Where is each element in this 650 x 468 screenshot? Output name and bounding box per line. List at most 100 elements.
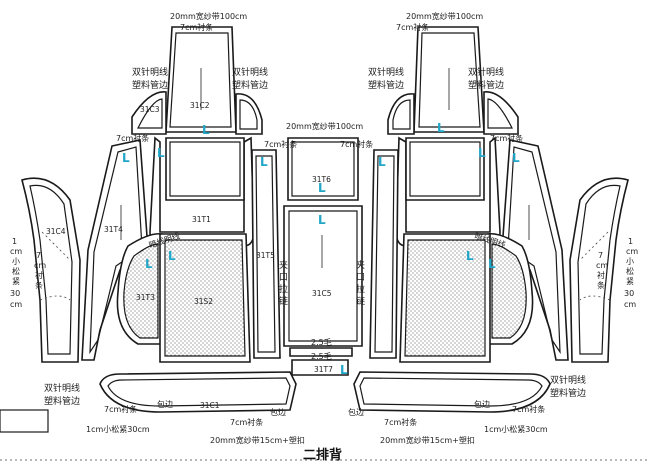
label-side-right: 1 cm 小 松 紧 30 cm [624,237,638,309]
svg-text:30: 30 [624,289,634,298]
label-tape-bottom-left: 20mm宽纱带15cm+塑扣 [210,435,305,445]
label-pipe-left-b: 塑料管边 [232,79,268,91]
label-stitch-bottom-left: 双针明线 [44,382,80,394]
label-strip-side-right: 7 cm 衬 条 [596,251,608,290]
label-stitch-left-a: 双针明线 [132,66,168,78]
grain-mark: L [478,146,486,160]
svg-text:条: 条 [597,280,605,290]
label-tape-top-left: 20mm宽纱带100cm [170,11,247,21]
label-seam-allowance-b: 2.5毛 [311,351,332,361]
svg-text:紧: 紧 [626,277,634,286]
label-wrap-center-left: 包边 [270,407,286,417]
label-strip-top-right: 7cm衬条 [396,22,429,32]
grain-mark: L [157,146,165,160]
label-wrap-center-right: 包边 [348,407,364,417]
grain-mark: L [340,363,348,377]
part-label-31t5-left: 31T5 [256,251,275,260]
label-pipe-bottom-left: 塑料管边 [44,395,80,407]
label-wrap-right: 包边 [474,399,490,409]
label-strip-top-left: 7cm衬条 [180,22,213,32]
ear-piece-right-of-c2 [235,93,263,135]
svg-text:松: 松 [626,266,634,276]
label-strip-bottom-center-right: 7cm衬条 [384,417,417,427]
part-label-31s2-left: 31S2 [194,297,213,306]
grain-mark: L [437,121,445,135]
part-label-31c5: 31C5 [312,289,332,298]
grain-mark: L [512,151,520,165]
svg-text:衬: 衬 [597,270,605,280]
part-label-31t3-left: 31T3 [136,293,155,302]
svg-text:衬: 衬 [35,270,43,280]
svg-text:小: 小 [12,257,20,266]
svg-text:条: 条 [35,280,43,290]
label-pipe-right-b: 塑料管边 [468,79,504,91]
label-strip-bottom-right: 7cm衬条 [512,404,545,414]
label-zip-right: 夹 口 拉 链 [356,259,365,307]
grain-mark: L [202,123,210,137]
label-strip-cr: 7cm衬条 [340,139,373,149]
label-stitch-bottom-right: 双针明线 [550,374,586,386]
right-half-mirror [369,26,629,363]
label-strip-side-left: 7 cm 衬 条 [34,251,46,290]
part-label-31t1-left: 31T1 [192,215,211,224]
label-stitch-right-b: 双针明线 [468,66,504,78]
label-pipe-bottom-right: 塑料管边 [550,387,586,399]
diagram-title: 二排背 [303,447,342,463]
grain-mark: L [145,257,153,271]
label-side-left: 1 cm 小 松 紧 30 cm [10,237,22,309]
svg-text:松: 松 [12,266,20,276]
svg-text:拉: 拉 [356,283,365,295]
label-stitch-left-b: 双针明线 [232,66,268,78]
svg-text:1: 1 [12,237,17,246]
part-label-31c2-left: 31C2 [190,101,210,110]
label-tape-top-right: 20mm宽纱带100cm [406,11,483,21]
panel-31t1-top [165,137,245,201]
svg-text:夹: 夹 [279,259,288,271]
part-31c4-left [21,177,81,363]
svg-text:cm: cm [626,247,638,256]
svg-text:7: 7 [36,251,41,260]
label-elastic-bottom-left: 1cm小松紧30cm [86,424,150,434]
label-tape-bottom-right: 20mm宽纱带15cm+塑扣 [380,435,475,445]
label-pipe-left-a: 塑料管边 [132,79,168,91]
svg-text:7: 7 [598,251,603,260]
part-31t6 [287,137,359,201]
grain-mark: L [260,155,268,169]
part-label-31t4-left: 31T4 [104,225,123,234]
grain-mark: L [122,151,130,165]
svg-text:cm: cm [596,261,608,270]
svg-text:cm: cm [10,247,22,256]
label-wrap-left: 包边 [157,399,173,409]
label-strip-r: 7cm衬条 [490,133,523,143]
svg-text:1: 1 [628,237,633,246]
grain-mark: L [488,257,496,271]
label-stitch-right-a: 双针明线 [368,66,404,78]
svg-text:cm: cm [10,300,22,309]
part-31t7 [291,359,349,376]
svg-text:30: 30 [10,289,20,298]
svg-text:链: 链 [356,295,365,307]
label-strip-bottom-left: 7cm衬条 [104,404,137,414]
svg-text:cm: cm [34,261,46,270]
part-31c1-right [353,371,551,413]
label-strip-cl: 7cm衬条 [264,139,297,149]
part-label-31c1: 31C1 [200,401,220,410]
label-tape-center: 20mm宽纱带100cm [286,121,363,131]
grain-mark: L [318,181,326,195]
part-31c5 [283,205,363,347]
svg-text:夹: 夹 [356,259,365,271]
grain-mark: L [466,249,474,263]
svg-text:cm: cm [624,300,636,309]
svg-text:紧: 紧 [12,277,20,286]
part-label-31t6: 31T6 [312,175,331,184]
label-seam-allowance-a: 2.5毛 [311,337,332,347]
part-label-31c4-left: 31C4 [46,227,66,236]
label-pipe-right-a: 塑料管边 [368,79,404,91]
part-label-31c3-left: 31C3 [140,105,160,114]
part-label-31t7: 31T7 [314,365,333,374]
label-elastic-bottom-right: 1cm小松紧30cm [484,424,548,434]
part-31c1-left [99,371,297,413]
svg-text:链: 链 [279,295,288,307]
svg-text:口: 口 [279,273,288,283]
